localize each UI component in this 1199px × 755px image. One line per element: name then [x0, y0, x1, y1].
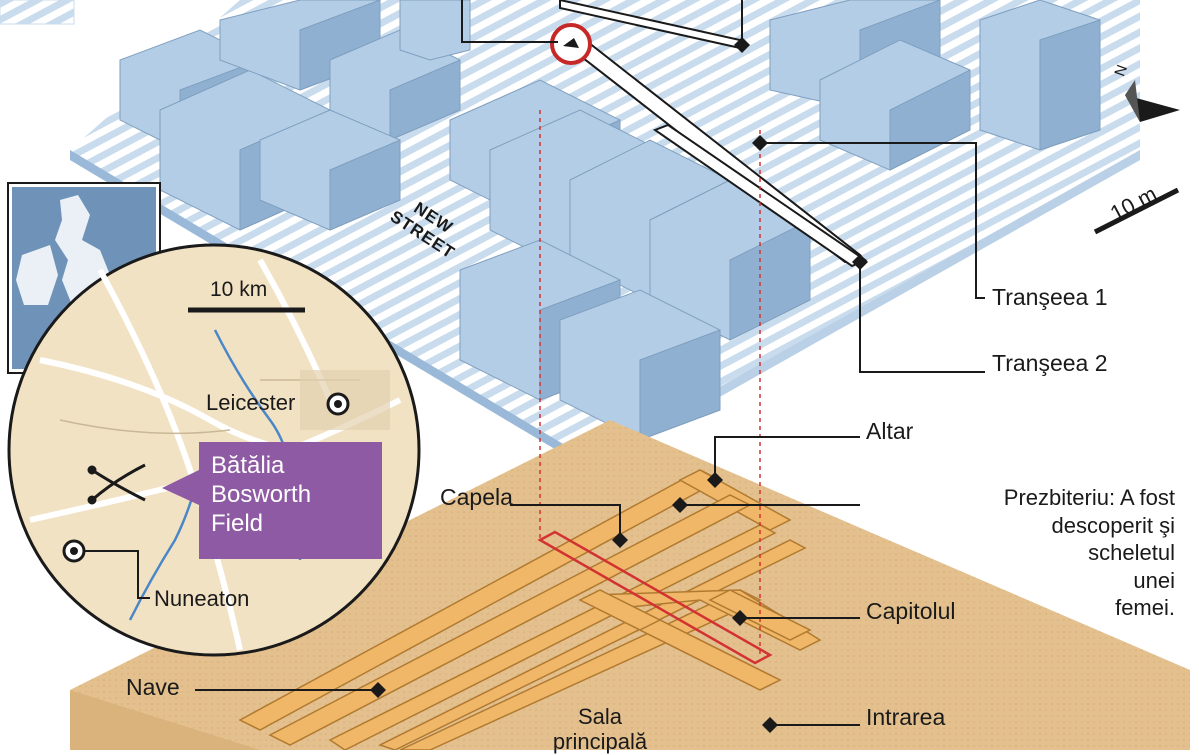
trench-1-label: Tranşeea 1 [992, 284, 1108, 310]
scale-bar-10m [1093, 187, 1180, 235]
presbytery-label: Prezbiteriu: A fost descoperit şi schele… [1003, 485, 1175, 620]
corner-hatch [0, 0, 75, 25]
altar-label: Altar [866, 418, 914, 444]
chapel-label: Capela [440, 484, 513, 510]
foundation-walls [238, 469, 822, 750]
marker-arrow-icon [563, 38, 579, 48]
nuneaton-label: Nuneaton [154, 586, 250, 611]
scale-10km-label: 10 km [210, 278, 268, 301]
buildings [119, 0, 1101, 441]
leader-lines [195, 0, 985, 726]
bosworth-battle-callout: Bătălia Bosworth Field [199, 442, 382, 559]
trench-projection [537, 530, 773, 665]
diamond-markers [370, 37, 868, 733]
chapter-label: Capitolul [866, 598, 956, 624]
nave-label: Nave [126, 674, 180, 700]
ireland-shape [16, 245, 58, 305]
compass-icon [1125, 80, 1180, 122]
trench-2-label: Tranşeea 2 [992, 350, 1108, 376]
crossed-swords-icon [87, 463, 146, 505]
entrance-label: Intrarea [866, 704, 946, 730]
leicester-label: Leicester [206, 390, 296, 415]
main-hall-label: Sala principală [552, 704, 648, 755]
